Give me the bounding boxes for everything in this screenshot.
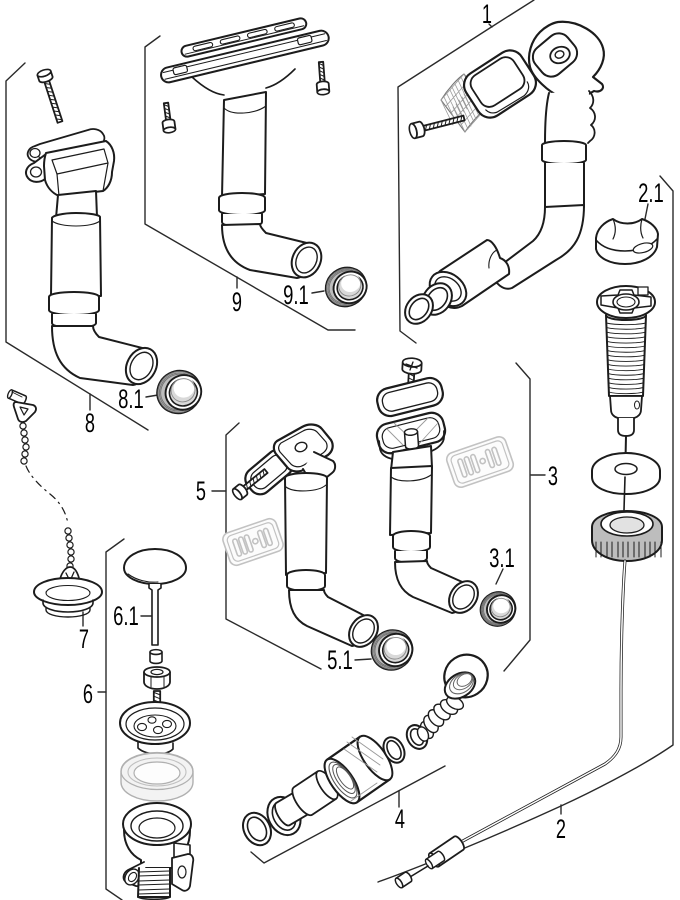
- svg-text:9.1: 9.1: [283, 280, 309, 310]
- svg-text:5: 5: [196, 476, 206, 506]
- svg-text:4: 4: [395, 804, 405, 834]
- svg-text:7: 7: [79, 624, 89, 654]
- svg-text:3.1: 3.1: [489, 543, 515, 573]
- svg-text:6.1: 6.1: [113, 601, 139, 631]
- svg-text:2: 2: [556, 814, 566, 844]
- svg-text:5.1: 5.1: [327, 645, 353, 675]
- svg-text:1: 1: [482, 0, 492, 29]
- svg-text:6: 6: [83, 679, 93, 709]
- svg-text:3: 3: [548, 461, 558, 491]
- svg-text:8: 8: [85, 408, 95, 438]
- svg-text:9: 9: [232, 287, 242, 317]
- svg-text:2.1: 2.1: [638, 178, 664, 208]
- svg-text:8.1: 8.1: [118, 384, 144, 414]
